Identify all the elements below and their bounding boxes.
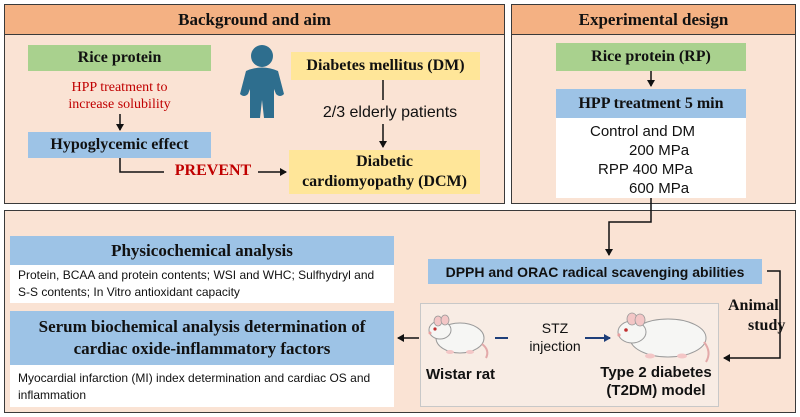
physicochemical-description: Protein, BCAA and protein contents; WSI … [10, 265, 394, 303]
serum-analysis-box: Serum biochemical analysis determination… [10, 311, 394, 365]
elderly-patients-label: 2/3 elderly patients [322, 104, 458, 121]
animal-study-line1: Animal [728, 297, 779, 314]
hpp-note-line1: HPP treatment to [71, 80, 168, 95]
dcm-line1: Diabetic [356, 153, 413, 170]
treatment-groups-box: Control and DM 200 MPa RPP 400 MPa 600 M… [556, 118, 746, 198]
dpph-orac-box: DPPH and ORAC radical scavenging abiliti… [428, 259, 762, 284]
dcm-box: Diabetic cardiomyopathy (DCM) [289, 150, 480, 194]
serum-line1: Serum biochemical analysis determination… [38, 317, 366, 336]
animal-study-line2: study [748, 317, 786, 334]
serum-line2: cardiac oxide-inflammatory factors [73, 339, 331, 358]
person-icon [236, 44, 288, 120]
stz-line1: STZ [541, 320, 569, 336]
t2dm-model-label: Type 2 diabetes (T2DM) model [590, 364, 722, 400]
group-rpp-400-mpa: RPP 400 MPa [598, 161, 693, 178]
wistar-rat-label: Wistar rat [426, 366, 496, 383]
rice-protein-rp-box: Rice protein (RP) [556, 43, 746, 71]
stz-injection-label: STZ injection [515, 319, 595, 355]
experimental-design-title: Experimental design [512, 5, 795, 35]
t2dm-line1: Type 2 diabetes [600, 364, 712, 381]
t2dm-rat-icon [610, 306, 714, 366]
hypoglycemic-effect-box: Hypoglycemic effect [28, 132, 211, 158]
stz-line2: injection [529, 338, 581, 354]
group-200-mpa: 200 MPa [629, 142, 690, 159]
t2dm-line2: (T2DM) model [606, 382, 706, 399]
hpp-note-line2: increase solubility [68, 97, 171, 112]
background-and-aim-title: Background and aim [5, 5, 504, 35]
background-and-aim-panel: Background and aim [4, 4, 505, 204]
serum-description: Myocardial infarction (MI) index determi… [10, 365, 394, 407]
physicochemical-analysis-box: Physicochemical analysis [10, 236, 394, 265]
rice-protein-box: Rice protein [28, 45, 211, 71]
diabetes-mellitus-box: Diabetes mellitus (DM) [291, 52, 480, 80]
animal-study-label: Animal study [728, 296, 796, 336]
group-600-mpa: 600 MPa [629, 180, 690, 197]
dcm-line2: cardiomyopathy (DCM) [302, 173, 467, 190]
hpp-treatment-box: HPP treatment 5 min [556, 89, 746, 118]
group-control-dm: Control and DM [590, 123, 696, 140]
prevent-label: PREVENT [174, 162, 252, 179]
wistar-rat-icon [426, 310, 492, 360]
